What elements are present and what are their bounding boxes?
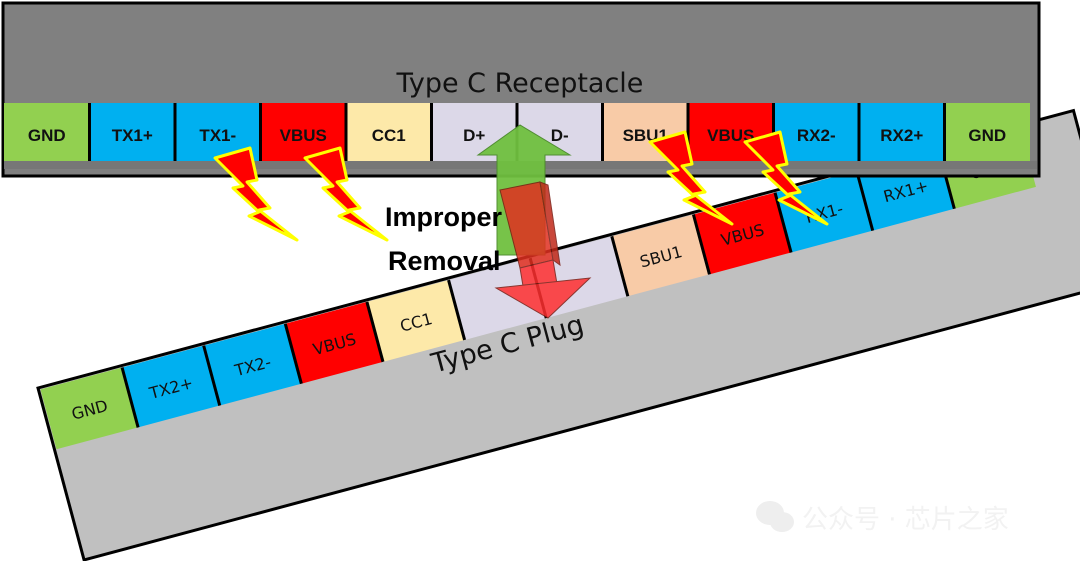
receptacle-pin-vbus-9: VBUS [686, 103, 774, 165]
pin-divider [283, 323, 303, 385]
pin-fill [285, 301, 383, 384]
pin-label: TX1- [199, 126, 236, 145]
spark-icon [213, 146, 299, 242]
spark-icon [303, 146, 389, 242]
receptacle-pin-tx1plus-2: TX1+ [88, 103, 175, 165]
pin-label: RX2+ [880, 126, 923, 145]
wechat-icon [756, 501, 794, 532]
removal-arrow-icon [494, 181, 592, 319]
improper-removal-line1: Improper [385, 202, 503, 232]
pin-divider [447, 279, 467, 341]
pin-divider [691, 214, 711, 275]
pin-label: GND [968, 126, 1006, 145]
plug-pin-tx2plus-2: TX2+ [120, 345, 220, 428]
pin-label: RX2- [797, 126, 836, 145]
watermark: 公众号 · 芯片之家 [756, 501, 1009, 535]
pin-label: GND [28, 126, 66, 145]
plug-pin-tx2minus-3: TX2- [202, 323, 302, 406]
pin-fill [89, 103, 175, 165]
pin-fill [773, 103, 859, 165]
pin-label: D- [551, 126, 569, 145]
pin-label: VBUS [280, 126, 327, 145]
pin-divider [120, 367, 140, 428]
pin-fill [203, 323, 302, 406]
pin-fill [40, 367, 139, 450]
pin-divider [855, 170, 875, 231]
pin-fill [944, 103, 1030, 165]
pin-label: CC1 [372, 126, 406, 145]
pin-divider [773, 192, 793, 253]
pin-fill [122, 345, 220, 428]
pin-label: VBUS [707, 126, 754, 145]
pin-label: D+ [463, 126, 485, 145]
pin-label: TX1+ [112, 126, 153, 145]
pin-fill [366, 280, 465, 362]
pin-divider [202, 345, 222, 406]
pin-fill [346, 103, 432, 165]
receptacle-pin-cc1-5: CC1 [344, 103, 432, 165]
watermark-text: 公众号 · 芯片之家 [802, 505, 1009, 535]
spark-icon [743, 130, 829, 226]
receptacle-pin-gnd-12: GND [943, 103, 1030, 165]
improper-removal-line2: Removal [388, 246, 501, 276]
pin-divider [365, 301, 385, 363]
plug-pin-sbu1-8: SBU1 [610, 214, 710, 297]
plug-pin-cc1-5: CC1 [365, 280, 465, 363]
plug-pin-gnd-1: GND [40, 367, 139, 450]
receptacle-label: Type C Receptacle [396, 68, 644, 99]
receptacle-pin-rx2plus-11: RX2+ [857, 103, 945, 165]
pin-fill [4, 103, 90, 165]
receptacle-pin-gnd-1: GND [4, 103, 90, 165]
pin-divider [610, 235, 630, 297]
plug-pin-vbus-4: VBUS [283, 301, 383, 385]
spark-icon [648, 130, 734, 226]
pin-fill [859, 103, 945, 165]
pin-fill [611, 214, 710, 297]
sparks [213, 130, 829, 242]
